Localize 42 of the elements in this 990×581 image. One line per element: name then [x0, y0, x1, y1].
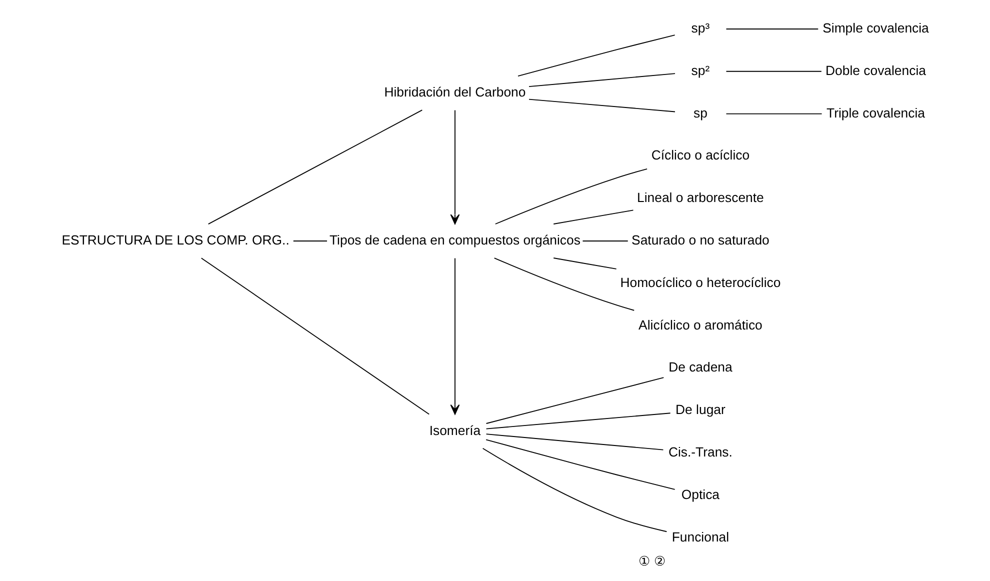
connector	[725, 28, 818, 30]
node-text: sp	[692, 105, 707, 120]
connector	[552, 210, 634, 224]
node-text: Saturado o no saturado	[631, 232, 769, 248]
connector	[552, 258, 616, 270]
node-text: Doble covalencia	[825, 62, 926, 78]
node-text: Hibridación del Carbono	[384, 84, 526, 100]
connector	[485, 412, 670, 430]
node-text: De cadena	[668, 360, 732, 375]
arrow	[450, 258, 460, 415]
connector	[485, 377, 664, 424]
node-text: De lugar	[675, 402, 725, 418]
connector	[494, 168, 648, 224]
node-text: Optica	[680, 486, 720, 502]
connector	[485, 434, 664, 450]
connector	[493, 258, 634, 311]
node-text: Cis.-Trans.	[668, 444, 732, 460]
node-text: sp²	[690, 62, 710, 78]
node-text: Cíclico o acíclico	[650, 148, 750, 163]
connector	[528, 73, 675, 88]
node-text: Tipos de cadena en compuestos orgánicos	[328, 232, 580, 248]
node-text: Isomería	[428, 422, 480, 438]
node-text: Homocíclico o heterocíclico	[620, 274, 780, 290]
node-text: Funcional	[671, 529, 729, 544]
node-text: Simple covalencia	[822, 20, 928, 36]
connector	[725, 70, 822, 72]
arrow	[450, 110, 460, 224]
connector	[725, 113, 822, 114]
node-label: ① ②	[638, 553, 666, 568]
connector	[200, 258, 430, 415]
connector	[207, 110, 422, 225]
node-text: ESTRUCTURA DE LOS COMP. ORG..	[61, 232, 289, 248]
node-text: sp³	[690, 20, 710, 36]
connector	[485, 439, 675, 490]
connector	[517, 34, 675, 76]
connector	[482, 448, 667, 532]
connector	[292, 240, 327, 242]
node-text: Lineal o arborescente	[636, 190, 764, 206]
connector	[582, 240, 628, 242]
node-text: Triple covalencia	[826, 105, 924, 120]
connector	[528, 98, 675, 112]
node-text: Alicíclico o aromático	[638, 317, 762, 332]
